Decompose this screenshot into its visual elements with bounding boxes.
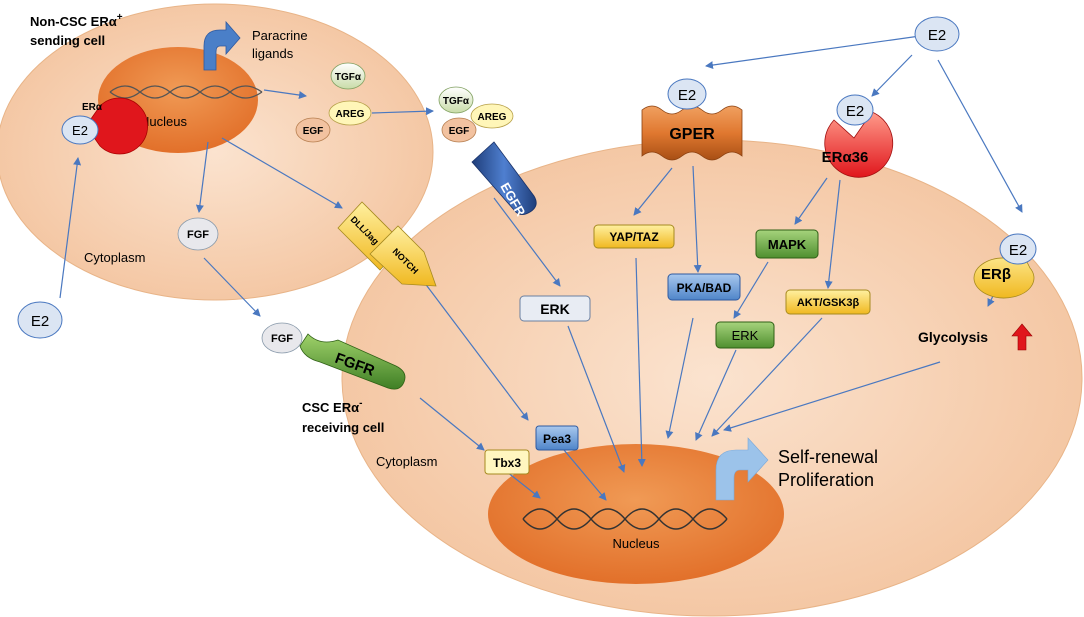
pea3-box bbox=[535, 425, 579, 451]
tgfa-label: TGFα bbox=[335, 72, 362, 83]
egfr-ligand-areg bbox=[470, 103, 514, 129]
egf-label: EGF bbox=[303, 126, 324, 137]
tbx3-box bbox=[484, 449, 530, 475]
receiving-nucleus-label: Nucleus bbox=[613, 536, 660, 551]
areg-label: AREG bbox=[336, 109, 365, 120]
tbx3-label: Tbx3 bbox=[493, 456, 521, 470]
era-receptor: ERα bbox=[82, 97, 148, 155]
e2-sending-ligand bbox=[61, 115, 99, 145]
outcome-label-2: Proliferation bbox=[778, 470, 874, 490]
akt-label: AKT/GSK3β bbox=[797, 297, 860, 309]
erb-e2-ligand bbox=[999, 233, 1037, 265]
egf-ligand bbox=[295, 117, 331, 143]
svg-text:ERα: ERα bbox=[82, 102, 103, 113]
era36-e2-ligand bbox=[836, 94, 874, 126]
sending-cytoplasm-label: Cytoplasm bbox=[84, 250, 145, 265]
yap-taz-label: YAP/TAZ bbox=[609, 230, 658, 244]
egfr-ligand-tgfa bbox=[438, 86, 474, 114]
e2-top-ligand bbox=[914, 16, 960, 52]
fgfr-receptor: FGFR bbox=[299, 333, 406, 390]
pea3-label: Pea3 bbox=[543, 432, 571, 446]
paracrine-label-2: ligands bbox=[252, 46, 294, 61]
e2-outside-ligand bbox=[17, 301, 63, 339]
egfr-ligand-tgfa-label: TGFα bbox=[443, 96, 470, 107]
fgf-sending-label: FGF bbox=[187, 229, 209, 241]
erk-gper-box bbox=[715, 321, 775, 349]
areg-ligand bbox=[328, 100, 372, 126]
sending-cell-title-2: sending cell bbox=[30, 33, 105, 48]
era36-receptor: ERα36 bbox=[822, 111, 894, 178]
e2-sending-label: E2 bbox=[72, 123, 88, 138]
era36-e2-label: E2 bbox=[846, 103, 864, 120]
dna-receiving bbox=[522, 508, 728, 530]
fgf-receiving-label: FGF bbox=[271, 333, 293, 345]
receiving-cytoplasm-label: Cytoplasm bbox=[376, 454, 437, 469]
notch-receptor: NOTCH bbox=[369, 225, 437, 287]
mapk-box bbox=[755, 229, 819, 259]
gper-receptor: GPER bbox=[641, 105, 743, 161]
yap-taz-box bbox=[593, 224, 675, 249]
pka-bad-label: PKA/BAD bbox=[677, 281, 732, 295]
erk-egfr-label: ERK bbox=[540, 301, 570, 317]
receiving-cell-title-2: receiving cell bbox=[302, 420, 384, 435]
dna-sending bbox=[109, 85, 263, 99]
sending-nucleus-label: Nucleus bbox=[140, 114, 187, 129]
e2-top-label: E2 bbox=[928, 27, 946, 44]
erk-egfr-box bbox=[519, 295, 591, 322]
erk-gper-label: ERK bbox=[732, 328, 759, 343]
svg-text:GPER: GPER bbox=[669, 126, 715, 143]
gper-e2-label: E2 bbox=[678, 87, 696, 104]
outcome-label: Self-renewal bbox=[778, 447, 878, 467]
erb-e2-label: E2 bbox=[1009, 242, 1027, 259]
egfr-ligand-areg-label: AREG bbox=[478, 112, 507, 123]
e2-outside-label: E2 bbox=[31, 313, 49, 330]
up-arrow-icon bbox=[1011, 323, 1033, 351]
transcription-arrow-icon bbox=[203, 20, 241, 71]
gper-e2-ligand bbox=[667, 78, 707, 110]
svg-text:ERα36: ERα36 bbox=[822, 149, 869, 166]
glycolysis-label: Glycolysis bbox=[918, 329, 988, 345]
arrows bbox=[59, 35, 1023, 501]
tgfa-ligand bbox=[330, 62, 366, 90]
receiving-nucleus bbox=[488, 444, 784, 584]
receiving-cell-title: CSC ERα- bbox=[302, 398, 362, 415]
mapk-label: MAPK bbox=[768, 237, 807, 252]
svg-text:ERβ: ERβ bbox=[981, 266, 1011, 283]
pka-bad-box bbox=[667, 273, 741, 301]
transcription-arrow-large-icon bbox=[715, 437, 769, 501]
fgf-receiving-ligand bbox=[261, 322, 303, 354]
sending-cell-title: Non-CSC ERα+ bbox=[30, 12, 123, 29]
fgf-sending bbox=[177, 217, 219, 251]
paracrine-label: Paracrine bbox=[252, 28, 308, 43]
egfr-ligand-egf-label: EGF bbox=[449, 126, 470, 137]
akt-box bbox=[785, 289, 871, 315]
egfr-ligand-egf bbox=[441, 117, 477, 143]
